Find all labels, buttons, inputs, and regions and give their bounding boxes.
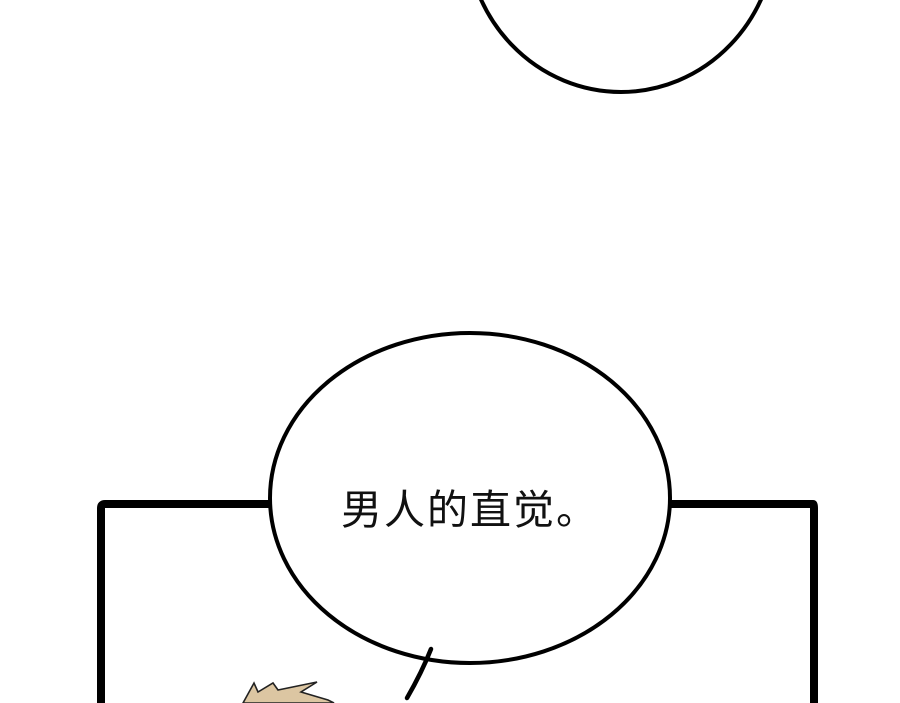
speech-bubble — [268, 331, 672, 701]
character-hair — [242, 681, 335, 703]
top-speech-bubble — [479, 0, 763, 94]
speech-bubble-tail — [404, 646, 434, 701]
speech-bubble-text: 男人的直觉。 — [341, 486, 599, 534]
